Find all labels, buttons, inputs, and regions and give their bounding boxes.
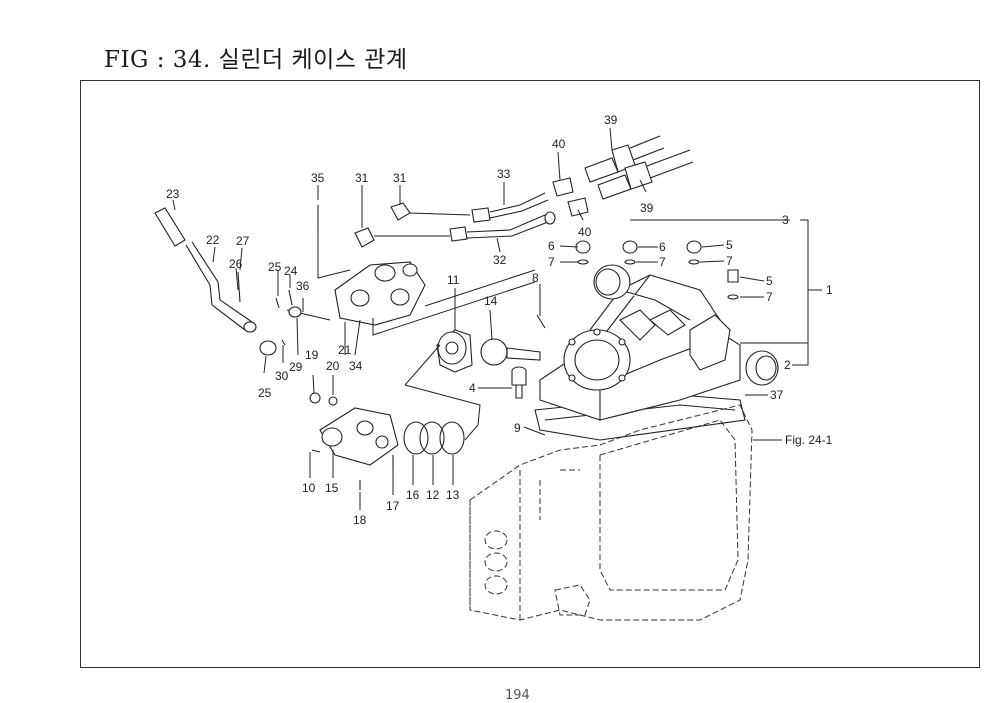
- cylinder-11: [436, 329, 473, 373]
- plug-5-top: [686, 240, 702, 265]
- callout-8: 8: [532, 271, 539, 285]
- plug-6-right: [622, 240, 638, 265]
- hose-33: [471, 192, 549, 223]
- callout-17: 17: [386, 499, 400, 513]
- callout-6b: 6: [659, 240, 666, 254]
- callout-7c: 7: [726, 254, 733, 268]
- callout-31a: 31: [355, 171, 369, 185]
- callout-5b: 5: [766, 274, 773, 288]
- bolt-10: [311, 449, 321, 453]
- callout-36: 36: [296, 279, 310, 293]
- callout-6a: 6: [548, 239, 555, 253]
- callout-13: 13: [446, 488, 460, 502]
- callout-10: 10: [302, 481, 316, 495]
- callout-35: 35: [311, 171, 325, 185]
- callout-18: 18: [353, 513, 367, 527]
- callout-33: 33: [497, 167, 511, 181]
- callout-19: 19: [305, 348, 319, 362]
- callout-39b: 39: [640, 201, 654, 215]
- figure-title: FIG : 34. 실린더 케이스 관계: [104, 47, 408, 73]
- pin-25-top: [275, 297, 280, 309]
- callout-21: 21: [338, 343, 352, 357]
- callout-7a: 7: [548, 255, 555, 269]
- leader-lines: [172, 127, 822, 510]
- callout-40a: 40: [552, 137, 566, 151]
- callout-25b: 25: [268, 260, 282, 274]
- fitting-31-lower: [354, 227, 450, 248]
- fitting-31-upper: [390, 202, 471, 221]
- rod-14: [506, 347, 541, 361]
- callout-23: 23: [166, 187, 180, 201]
- seal-29: [288, 306, 302, 318]
- bolt-4: [511, 366, 527, 399]
- callout-5a: 5: [726, 238, 733, 252]
- fitting-40-lower: [567, 197, 589, 217]
- callout-20: 20: [326, 359, 340, 373]
- callout-37: 37: [770, 388, 784, 402]
- rings-12-13-16: [403, 421, 465, 455]
- callout-fig-ref: Fig. 24-1: [785, 433, 833, 447]
- callout-34: 34: [349, 359, 363, 373]
- callout-16: 16: [406, 488, 420, 502]
- cable-39-lower: [597, 149, 694, 200]
- pin-24: [288, 289, 293, 306]
- plug-6-left: [575, 240, 591, 265]
- callout-40b: 40: [578, 225, 592, 239]
- callout-31b: 31: [393, 171, 407, 185]
- washer-20: [328, 396, 338, 406]
- callout-11: 11: [447, 273, 460, 287]
- valve-body-15: [319, 407, 399, 466]
- callout-2: 2: [784, 358, 791, 372]
- valve-assembly-21: [334, 261, 426, 326]
- callout-32: 32: [493, 253, 507, 267]
- plug-5-side: [727, 269, 739, 300]
- callout-25a: 25: [258, 386, 272, 400]
- callout-4: 4: [469, 381, 476, 395]
- callout-7b: 7: [659, 255, 666, 269]
- callout-labels: 39 39 40 40 33 32 35 31 31 23 22 27 26 2…: [166, 113, 833, 527]
- bolt-19: [309, 392, 321, 404]
- stud-8: [536, 314, 546, 329]
- callout-29: 29: [289, 360, 303, 374]
- cap-3: [593, 264, 631, 300]
- pin-26-27: [237, 271, 241, 303]
- callout-1: 1: [826, 283, 833, 297]
- callout-24: 24: [284, 264, 298, 278]
- callout-26: 26: [229, 257, 243, 271]
- callout-30: 30: [275, 369, 289, 383]
- page-number: 194: [505, 688, 530, 703]
- callout-3: 3: [782, 213, 789, 227]
- callout-9: 9: [514, 421, 521, 435]
- lever-22: [185, 241, 257, 333]
- cap-25: [259, 340, 277, 356]
- ball-14: [480, 338, 508, 366]
- callout-12: 12: [426, 488, 440, 502]
- callout-15: 15: [325, 481, 339, 495]
- cylinder-case-1: [539, 274, 741, 421]
- hose-32: [449, 211, 556, 242]
- callout-14: 14: [484, 294, 498, 308]
- fitting-40-upper: [552, 177, 574, 197]
- engine-block: [469, 404, 753, 621]
- diagram-frame: [80, 80, 980, 668]
- callout-7d: 7: [766, 290, 773, 304]
- callout-27: 27: [236, 234, 250, 248]
- cable-39-upper: [584, 135, 665, 183]
- cap-2: [745, 350, 779, 386]
- washer-30: [281, 339, 286, 346]
- grip-23: [154, 207, 186, 247]
- callout-39a: 39: [604, 113, 618, 127]
- callout-22: 22: [206, 233, 220, 247]
